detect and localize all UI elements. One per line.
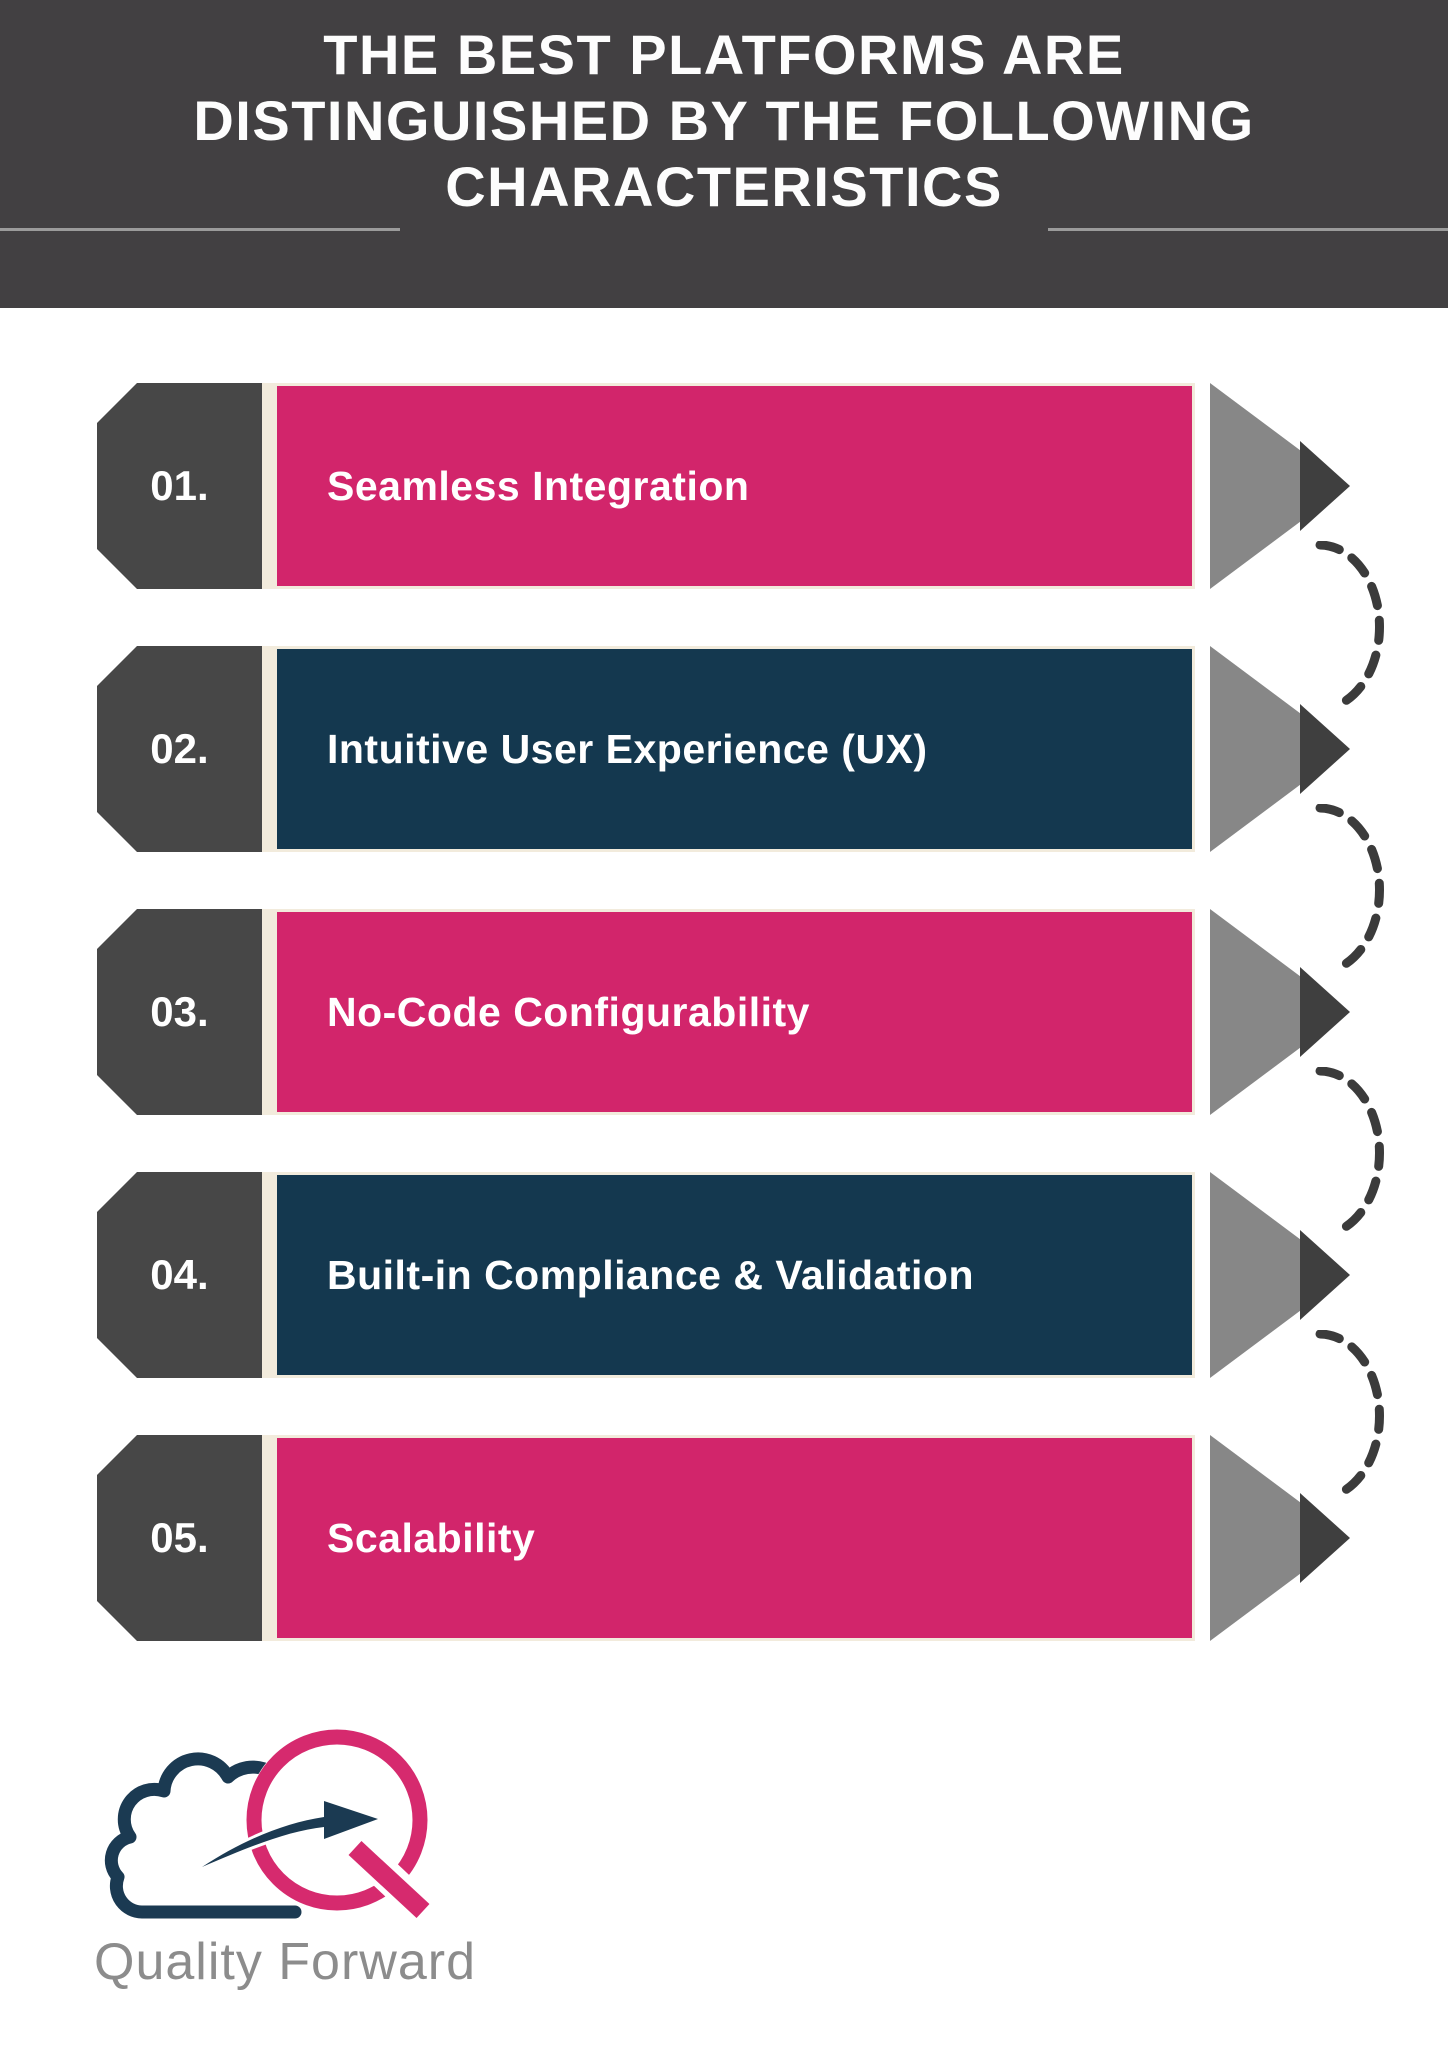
row-number: 02.: [150, 725, 209, 772]
separator-strip: [262, 909, 274, 1115]
connector-arc-icon: [1315, 541, 1384, 710]
page-title-line-2: DISTINGUISHED BY THE FOLLOWING: [193, 89, 1255, 152]
row-label: Built-in Compliance & Validation: [327, 1251, 974, 1298]
pencil-row-3: 03. No-Code Configurability: [97, 909, 1353, 1115]
page-title-line-1: THE BEST PLATFORMS ARE: [323, 23, 1125, 86]
row-number-block: 05.: [97, 1435, 262, 1641]
row-number: 01.: [150, 462, 209, 509]
row-number: 03.: [150, 988, 209, 1035]
connector-arc-icon: [1315, 1330, 1384, 1499]
pencil-row-2: 02. Intuitive User Experience (UX): [97, 646, 1353, 852]
row-label: Scalability: [327, 1514, 536, 1561]
separator-strip: [262, 383, 274, 589]
pencil-point-icon: [1300, 441, 1350, 531]
connector-arc-icon: [1315, 1067, 1384, 1236]
row-number: 05.: [150, 1514, 209, 1561]
row-number-block: 03.: [97, 909, 262, 1115]
row-bar: Built-in Compliance & Validation: [274, 1172, 1195, 1378]
connector-arc-icon: [1315, 804, 1384, 973]
row-bar: Scalability: [274, 1435, 1195, 1641]
pencil-point-icon: [1300, 967, 1350, 1057]
pencil-point-icon: [1300, 704, 1350, 794]
row-bar: Intuitive User Experience (UX): [274, 646, 1195, 852]
row-bar: Seamless Integration: [274, 383, 1195, 589]
logo-wordmark: Quality Forward: [94, 1933, 476, 1991]
quality-forward-logo-icon: [104, 1729, 436, 1924]
header-divider-right: [1048, 228, 1448, 231]
cloud-icon: [104, 1752, 302, 1919]
page-title-line-3: CHARACTERISTICS: [445, 155, 1003, 218]
pencil-point-icon: [1300, 1230, 1350, 1320]
q-ring-icon: [246, 1729, 428, 1911]
separator-strip: [262, 646, 274, 852]
row-label: Seamless Integration: [327, 462, 750, 509]
page-title: THE BEST PLATFORMS ARE DISTINGUISHED BY …: [0, 22, 1448, 220]
q-tail-icon: [348, 1841, 430, 1918]
row-number-block: 02.: [97, 646, 262, 852]
pencil-row-4: 04. Built-in Compliance & Validation: [97, 1172, 1353, 1378]
header-divider-left: [0, 228, 400, 231]
header-banner: THE BEST PLATFORMS ARE DISTINGUISHED BY …: [0, 0, 1448, 308]
separator-strip: [262, 1435, 274, 1641]
pencil-row-5: 05. Scalability: [97, 1435, 1353, 1641]
forward-arrow-icon: [199, 1798, 381, 1870]
row-number: 04.: [150, 1251, 209, 1298]
row-number-block: 01.: [97, 383, 262, 589]
row-bar: No-Code Configurability: [274, 909, 1195, 1115]
row-label: No-Code Configurability: [327, 988, 810, 1035]
pencil-row-1: 01. Seamless Integration: [97, 383, 1353, 589]
pencil-point-icon: [1300, 1493, 1350, 1583]
row-number-block: 04.: [97, 1172, 262, 1378]
row-label: Intuitive User Experience (UX): [327, 725, 928, 772]
separator-strip: [262, 1172, 274, 1378]
